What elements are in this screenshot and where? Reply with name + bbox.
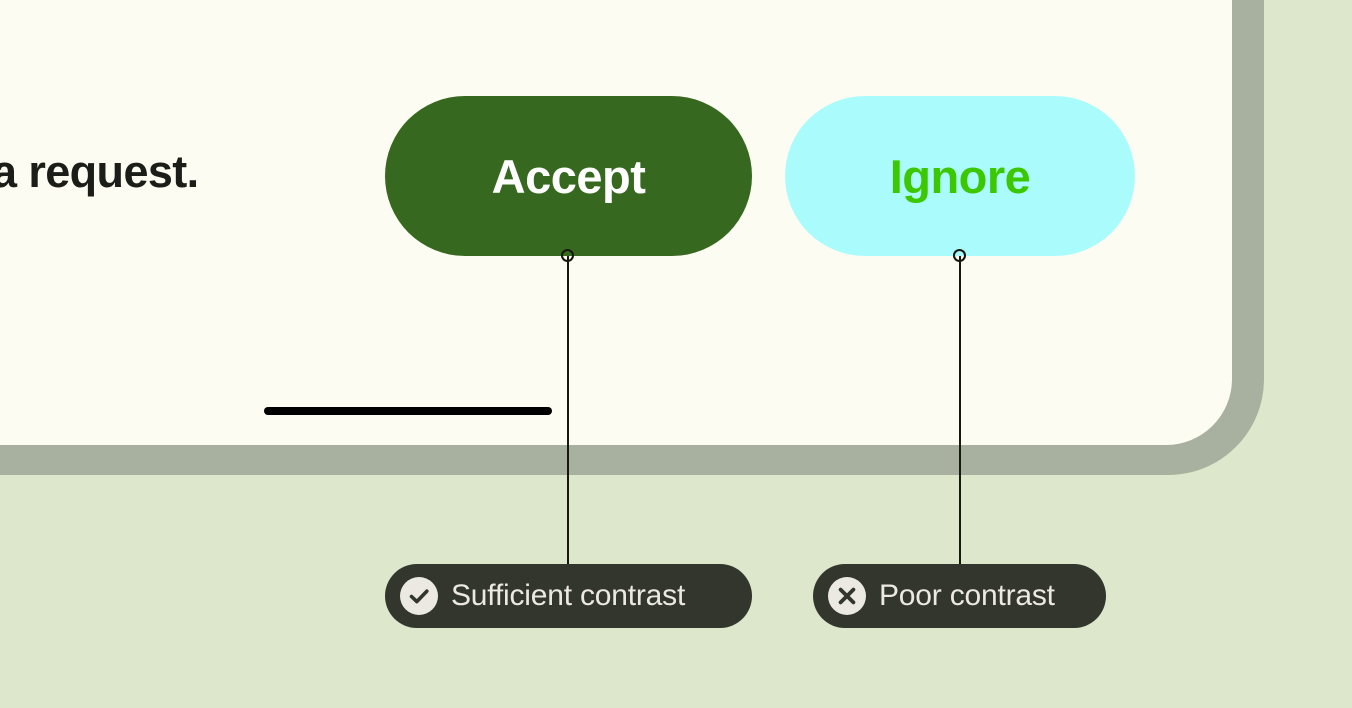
x-circle-icon <box>828 577 866 615</box>
check-circle-icon <box>400 577 438 615</box>
leader-line-ignore <box>959 256 961 568</box>
annotation-sufficient-contrast: Sufficient contrast <box>385 564 752 628</box>
leader-line-accept <box>567 256 569 568</box>
accept-button[interactable]: Accept <box>385 96 752 256</box>
leader-dot-ignore <box>953 249 966 262</box>
home-indicator[interactable] <box>264 407 552 415</box>
annotation-poor-contrast: Poor contrast <box>813 564 1106 628</box>
ignore-button[interactable]: Ignore <box>785 96 1135 256</box>
annotation-label-poor: Poor contrast <box>879 579 1055 612</box>
annotation-label-sufficient: Sufficient contrast <box>451 579 686 612</box>
request-body-text: a request. <box>0 146 199 197</box>
leader-dot-accept <box>561 249 574 262</box>
